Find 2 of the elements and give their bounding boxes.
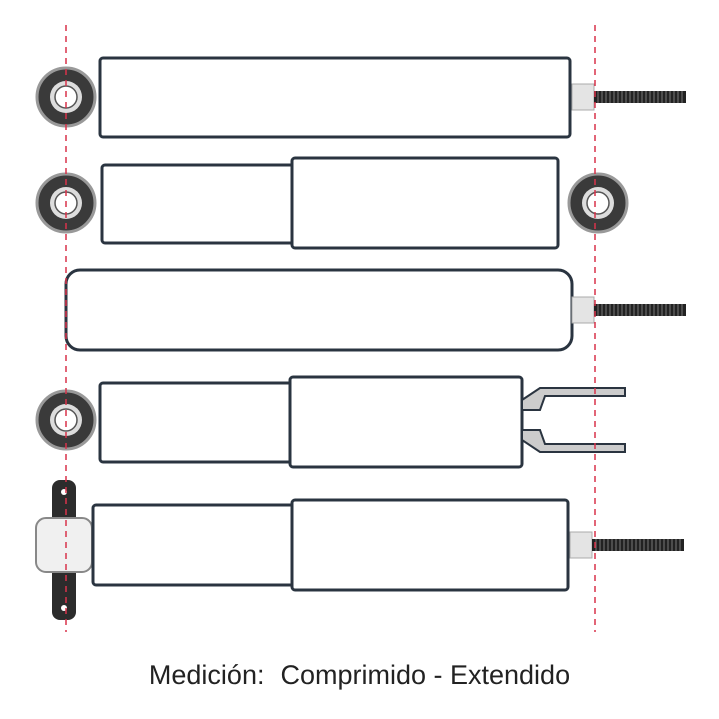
caption-text: Medición: (148, 660, 264, 690)
caption-text: Comprimido - Extendido (280, 660, 570, 690)
